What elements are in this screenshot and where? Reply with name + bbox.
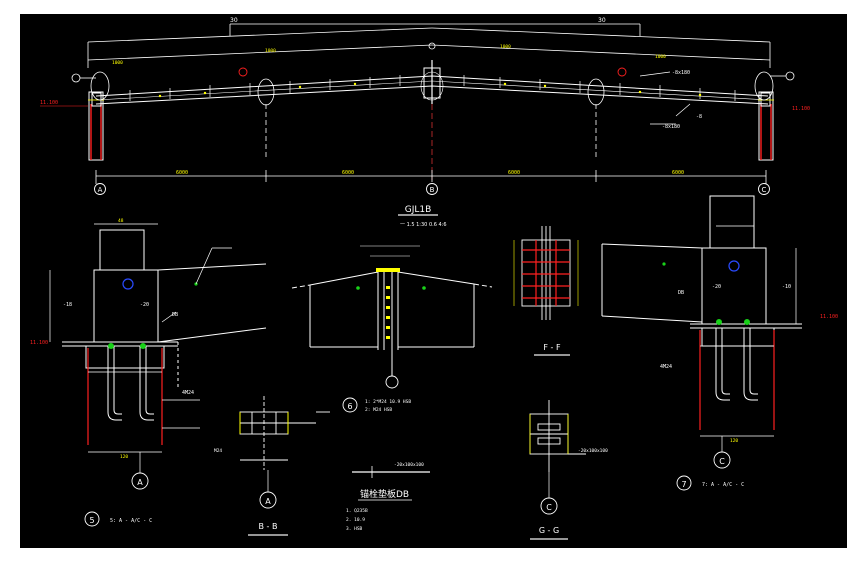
right-column xyxy=(758,91,774,161)
pad-size: -20x100x100 xyxy=(394,462,424,468)
d6-note-b: 2: M24 HSB xyxy=(365,407,392,413)
pad-note-1: 1. Q235B xyxy=(346,508,368,514)
purlin-ticks xyxy=(129,75,736,101)
bottom-dim-1: 6000 xyxy=(176,170,188,176)
gg-bubble: C xyxy=(546,503,552,512)
anchor-bolts-left xyxy=(107,346,154,421)
d7-db: DB xyxy=(678,290,684,296)
slope-dim-left: 1000 xyxy=(112,60,123,66)
top-dimension-lines xyxy=(87,23,771,68)
grid-bubble-b xyxy=(426,183,438,195)
plate-note-3: -8 xyxy=(696,114,702,120)
d5-elevation: 11.100 xyxy=(30,340,48,346)
plate-leaders xyxy=(639,71,691,125)
pad-title: 锚栓垫板DB xyxy=(360,488,409,500)
d7-elevation: 11.100 xyxy=(820,314,838,320)
portal-frame-elevation: 30 30 1000 1000 1000 1000 xyxy=(40,17,810,195)
section-gg-title: G - G xyxy=(539,526,559,535)
bb-bolt: M24 xyxy=(214,448,222,454)
d5-note: 5: A - A/C - C xyxy=(110,518,152,524)
detail-6-ridge: 6 1: 2*M24 10.9 HSB 2: M24 HSB xyxy=(291,245,493,413)
rafter-markers xyxy=(158,82,702,98)
slope-dim-mid-right: 1000 xyxy=(500,44,511,50)
section-ff-title: F - F xyxy=(543,343,561,352)
grid-bubble-a xyxy=(94,183,106,195)
anchor-pad-db: -20x100x100 锚栓垫板DB 1. Q235B 2. 10.9 3. H… xyxy=(346,462,430,532)
d7-plate-10: -10 xyxy=(782,284,791,290)
d7-note: 7: A - A/C - C xyxy=(702,482,744,488)
bottom-dim-3: 6000 xyxy=(508,170,520,176)
left-column xyxy=(88,91,104,161)
elevation-left: 11.100 xyxy=(40,100,58,106)
dim-top-span: 30 xyxy=(230,17,238,24)
d5-bubble: 5 xyxy=(89,516,94,525)
d6-note-a: 1: 2*M24 10.9 HSB xyxy=(365,399,411,405)
main-title: GJL1B xyxy=(405,205,432,215)
section-b-b: M24 A B - B xyxy=(214,396,330,536)
bottom-dim-4: 6000 xyxy=(672,170,684,176)
plate-note-2: -8x180 xyxy=(662,124,680,130)
pad-note-2: 2. 10.9 xyxy=(346,517,365,523)
elevation-right: 11.100 xyxy=(792,106,810,112)
d5-db: DB xyxy=(172,312,178,318)
d5-bubble-a: A xyxy=(137,478,143,487)
grid-bubble-c xyxy=(758,183,770,195)
detail-5-column-base: 48 120 -18 -20 DB 4M24 11.100 A 5 5: A -… xyxy=(30,218,267,527)
gg-pad: -20x100x100 xyxy=(578,448,608,454)
d5-bolt: 4M24 xyxy=(182,390,194,396)
grid-axis-a: A xyxy=(98,186,103,194)
bottom-dimension-line xyxy=(95,170,767,184)
eave-detail-right xyxy=(754,71,795,101)
grid-axis-c: C xyxy=(762,186,767,194)
d7-bubble-c: C xyxy=(719,457,725,466)
d6-bubble-circle xyxy=(342,397,358,413)
d5-dim-bottom: 120 xyxy=(120,454,128,460)
plate-note-1: -8x180 xyxy=(672,70,690,76)
pad-note-3: 3. HSB xyxy=(346,526,363,532)
section-f-f: F - F xyxy=(513,226,579,356)
d7-bubble-circle xyxy=(676,475,692,491)
section-g-g: -20x100x100 C G - G xyxy=(529,400,608,540)
bottom-dim-2: 6000 xyxy=(342,170,354,176)
d6-bubble: 6 xyxy=(347,402,352,411)
anchor-bolts-right xyxy=(715,328,758,401)
d5-plate-20: -20 xyxy=(140,302,149,308)
slope-dim-right: 1000 xyxy=(655,54,666,60)
section-bb-title: B - B xyxy=(259,522,278,531)
dim-top-right: 30 xyxy=(598,17,606,24)
main-subtitle: 一 1.5 1:30 0.6 4:6 xyxy=(400,222,447,228)
d5-plate-18: -18 xyxy=(63,302,72,308)
bb-bubble: A xyxy=(265,497,271,506)
d5-dim-48: 48 xyxy=(118,218,124,224)
red-section-marks xyxy=(238,67,627,77)
d7-dim-bottom: 120 xyxy=(730,438,738,444)
d7-plate-20: -20 xyxy=(712,284,721,290)
slope-dim-mid-left: 1000 xyxy=(265,48,276,54)
d7-bolt: 4M24 xyxy=(660,364,672,370)
haunch-marks xyxy=(257,78,605,160)
d5-bubble-circle xyxy=(84,511,100,527)
eave-detail-left xyxy=(71,71,110,101)
ridge-joint xyxy=(420,42,444,104)
grid-axis-b: B xyxy=(430,186,435,194)
d7-bubble: 7 xyxy=(681,480,686,489)
detail-7-column-base: DB -20 -10 4M24 120 11.100 C 7 7: A - A/… xyxy=(601,195,838,491)
